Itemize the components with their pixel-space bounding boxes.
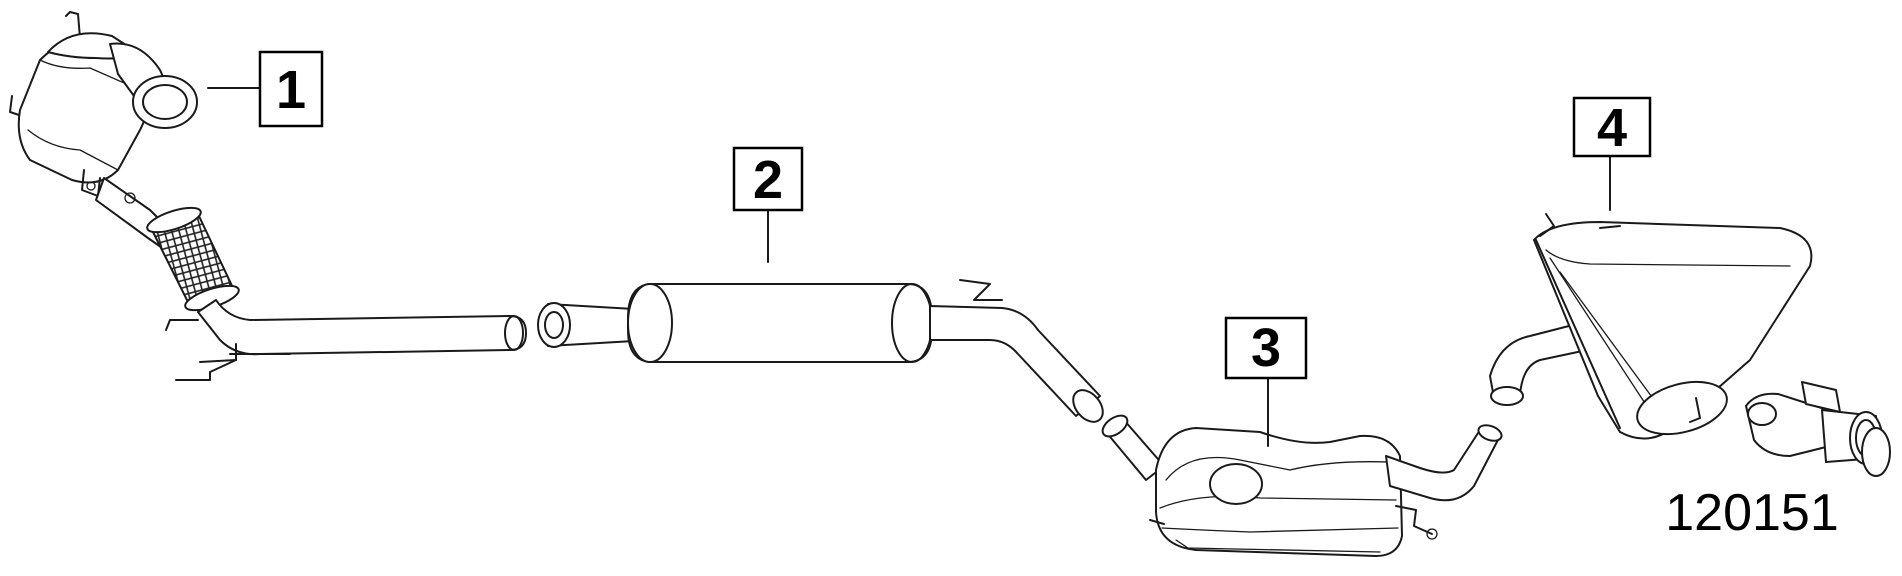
callout-4-label: 4: [1597, 98, 1627, 158]
callout-4-box: [1572, 96, 1652, 158]
callout-3: 3: [1224, 316, 1308, 447]
center-resonator: [537, 279, 1104, 423]
callout-1-label: 1: [276, 60, 306, 120]
callout-2-label: 2: [753, 150, 783, 210]
callout-2: 2: [732, 146, 804, 263]
illustration-reference-number: 120151: [1665, 484, 1839, 542]
callout-2-box: [732, 146, 804, 212]
callout-1: 1: [207, 50, 324, 128]
rear-silencer: [1489, 213, 1891, 477]
callout-3-label: 3: [1251, 318, 1281, 378]
catalytic-converter-front-pipe: [9, 11, 527, 381]
callout-1-box: [258, 50, 324, 128]
callout-3-box: [1224, 316, 1308, 380]
middle-muffler: [1101, 414, 1503, 557]
callout-4: 4: [1572, 96, 1652, 211]
